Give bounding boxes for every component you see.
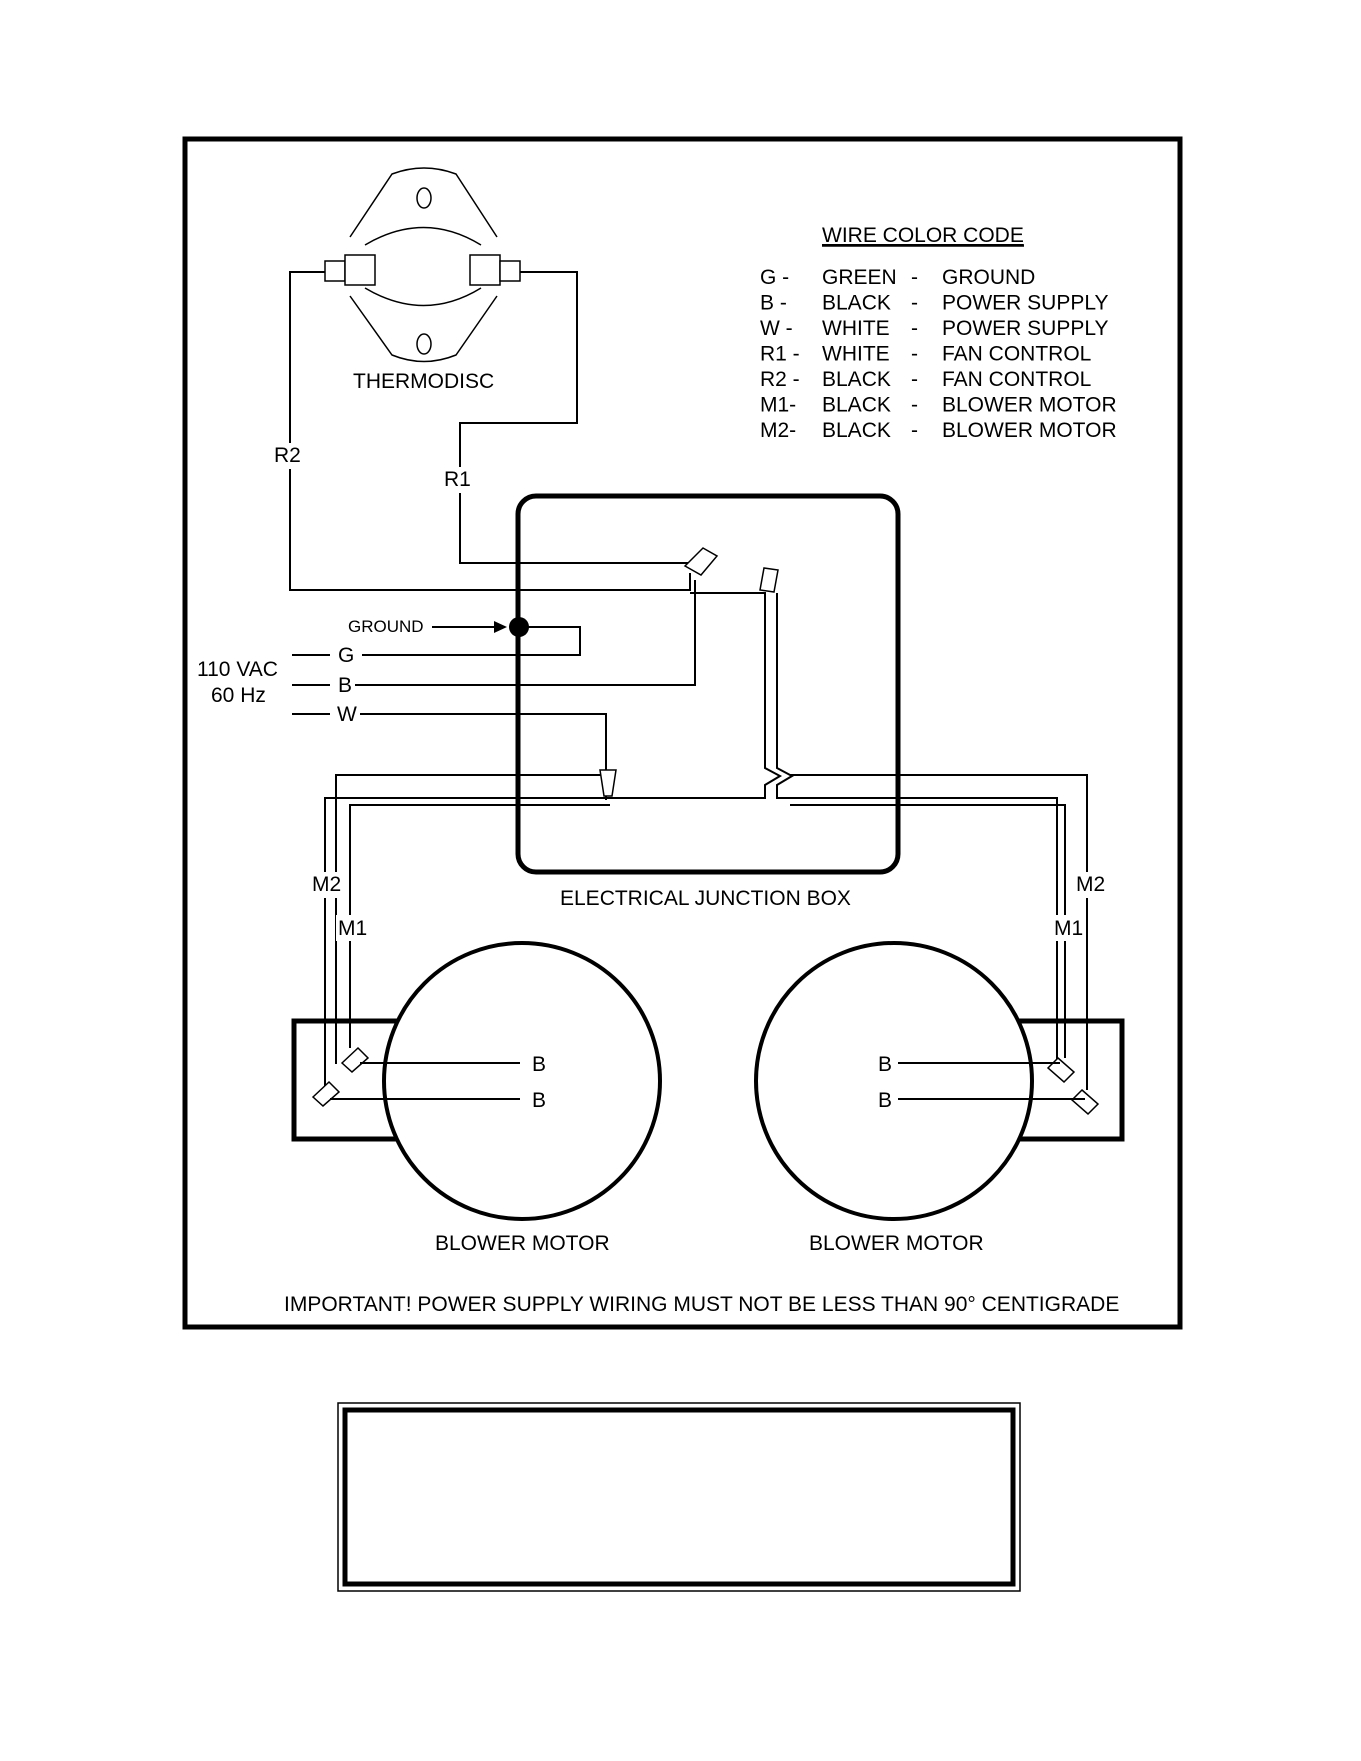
wire-nut-upper-right xyxy=(759,567,779,593)
wire-label-r2: R2 xyxy=(274,444,301,467)
wire-m1-right xyxy=(790,804,1066,1058)
supply-frequency: 60 Hz xyxy=(211,684,266,707)
motor-right-label: BLOWER MOTOR xyxy=(809,1232,984,1255)
legend-color: BLACK xyxy=(822,419,891,442)
wire-w xyxy=(360,713,607,770)
legend-function: BLOWER MOTOR xyxy=(942,419,1117,442)
notice-box-inner xyxy=(342,1407,1016,1587)
supply-g-label: G xyxy=(338,644,354,667)
legend-separator: - xyxy=(911,317,918,340)
legend-code: M1- xyxy=(760,394,796,417)
notice-box-outer xyxy=(337,1402,1021,1592)
motor-housing-left xyxy=(382,941,662,1221)
motor-housing-right xyxy=(754,941,1034,1221)
legend-function: GROUND xyxy=(942,266,1035,289)
legend-code: G - xyxy=(760,266,789,289)
ground-arrow-head xyxy=(494,621,507,633)
ground-label: GROUND xyxy=(348,617,424,636)
legend-separator: - xyxy=(911,394,918,417)
wire-m2-right xyxy=(790,774,1088,1090)
legend-code: W - xyxy=(760,317,793,340)
wire-r1 xyxy=(459,271,690,564)
legend-function: POWER SUPPLY xyxy=(942,292,1108,315)
legend-code: R1 - xyxy=(760,343,800,366)
ground-junction-dot xyxy=(509,617,529,637)
junction-box-label: ELECTRICAL JUNCTION BOX xyxy=(560,887,851,910)
wire-label-m2-left: M2 xyxy=(312,873,341,896)
wire-nut-right-1 xyxy=(1046,1056,1076,1084)
wire-nut-upper-left xyxy=(683,547,719,576)
blower-motor-right xyxy=(754,941,1125,1221)
wire-nut-w xyxy=(599,769,617,797)
wire-label-m1-left: M1 xyxy=(338,917,367,940)
legend-title: WIRE COLOR CODE xyxy=(822,224,1024,247)
legend-color: WHITE xyxy=(822,317,890,340)
legend-function: POWER SUPPLY xyxy=(942,317,1108,340)
wire-m1-left xyxy=(349,804,610,1048)
motor-left-label: BLOWER MOTOR xyxy=(435,1232,610,1255)
wire-b xyxy=(355,580,696,686)
legend-separator: - xyxy=(911,419,918,442)
legend-separator: - xyxy=(911,343,918,366)
wire-nut-left-2 xyxy=(311,1080,341,1108)
blower-motor-left xyxy=(291,941,662,1221)
legend-function: FAN CONTROL xyxy=(942,368,1091,391)
legend-separator: - xyxy=(911,368,918,391)
wire-fan-b xyxy=(776,593,1058,1072)
legend-separator: - xyxy=(911,292,918,315)
legend-color: BLACK xyxy=(822,368,891,391)
supply-b-label: B xyxy=(338,674,352,697)
wire-label-m2-right: M2 xyxy=(1076,873,1105,896)
legend-function: FAN CONTROL xyxy=(942,343,1091,366)
legend-color: GREEN xyxy=(822,266,897,289)
legend-code: B - xyxy=(760,292,787,315)
thermodisc-label: THERMODISC xyxy=(353,370,494,393)
wire-label-r1: R1 xyxy=(444,468,471,491)
legend-color: BLACK xyxy=(822,292,891,315)
supply-w-label: W xyxy=(337,703,357,726)
legend-color: BLACK xyxy=(822,394,891,417)
wire-g xyxy=(362,626,581,656)
supply-voltage: 110 VAC xyxy=(197,658,278,681)
legend-separator: - xyxy=(911,266,918,289)
diagram-frame xyxy=(182,136,1183,1330)
motor-right-lead-1: B xyxy=(878,1053,892,1076)
legend-code: M2- xyxy=(760,419,796,442)
motor-right-lead-2: B xyxy=(878,1089,892,1112)
legend-code: R2 - xyxy=(760,368,800,391)
wire-nut-right-2 xyxy=(1070,1088,1100,1116)
wire-fan-a xyxy=(324,592,783,1094)
motor-left-lead-2: B xyxy=(532,1089,546,1112)
wire-nut-left-1 xyxy=(340,1046,370,1074)
wire-label-m1-right: M1 xyxy=(1054,917,1083,940)
motor-left-lead-1: B xyxy=(532,1053,546,1076)
legend-color: WHITE xyxy=(822,343,890,366)
wire-r2 xyxy=(289,271,691,591)
legend-function: BLOWER MOTOR xyxy=(942,394,1117,417)
thermodisc xyxy=(324,167,521,363)
important-note: IMPORTANT! POWER SUPPLY WIRING MUST NOT … xyxy=(284,1293,1119,1316)
